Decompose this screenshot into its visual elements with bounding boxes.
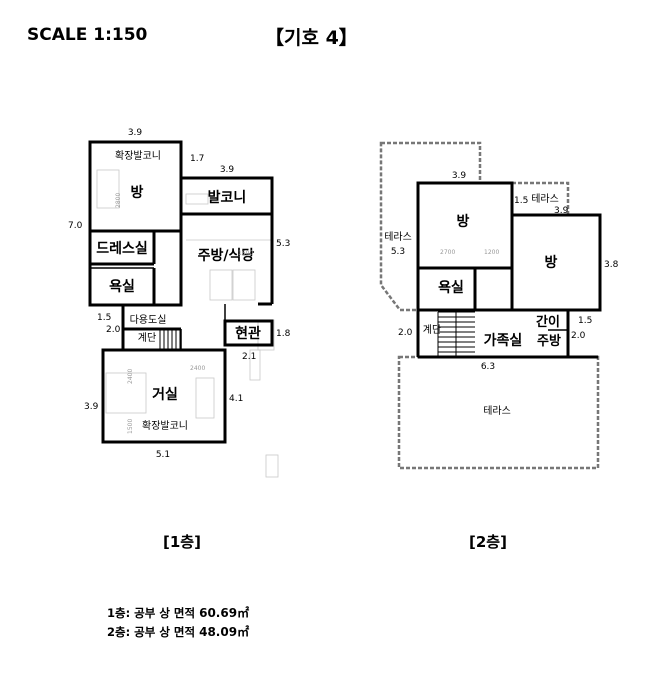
room-label-bath: 욕실: [109, 279, 135, 295]
dim-utility-height: 1.5: [97, 313, 111, 323]
area-value: 60.69㎡: [199, 606, 250, 620]
floor2-stair-treads: [437, 311, 475, 356]
dim-bottom: 6.3: [481, 362, 495, 372]
dim-living-right: 4.1: [229, 394, 243, 404]
dim-right: 5.3: [276, 239, 290, 249]
dim-stair-height: 2.0: [106, 325, 121, 335]
faint-dim-c: 1500: [127, 419, 134, 434]
room-label-room-right: 방: [545, 254, 558, 271]
room-label-room-left: 방: [457, 213, 470, 230]
dim-entrance-width: 2.1: [242, 352, 256, 362]
symbol-title: 【기호 4】: [265, 27, 358, 49]
floor1-plan: 확장발코니 방 발코니 드레스실 주방/식당 욕실 다용도실 계단 현관 거실 …: [68, 128, 291, 478]
faint-dim-1200: 1200: [484, 249, 499, 256]
faint-dim-2700: 2700: [440, 249, 455, 256]
dim-1-7: 1.7: [190, 154, 204, 164]
dim-stair-height: 2.0: [398, 328, 413, 338]
room-label-living: 거실: [152, 387, 178, 403]
dim-entrance-height: 1.8: [276, 329, 291, 339]
floor2-caption: [2층]: [469, 533, 507, 551]
faint-dim-e: 1600: [238, 250, 253, 257]
room-label-kitchen: 주방: [537, 333, 561, 349]
dim-top: 3.9: [452, 171, 467, 181]
dim-r-1-5: 1.5: [578, 316, 592, 326]
area-label: 2층: 공부 상 면적: [107, 625, 200, 639]
room-label-kitchen: 주방/식당: [198, 247, 255, 264]
area-value: 48.09㎡: [199, 625, 250, 639]
room-label-terrace-bottom: 테라스: [483, 405, 511, 417]
dim-left: 5.3: [391, 247, 405, 257]
room-label-ext-balcony-top: 확장발코니: [115, 150, 161, 162]
dim-balcony-width: 3.9: [220, 165, 235, 175]
room-label-utility: 다용도실: [130, 314, 167, 326]
room-label-balcony: 발코니: [208, 189, 247, 206]
faint-dim-d: 2400: [190, 365, 205, 372]
room-label-stairs: 계단: [423, 324, 441, 336]
floor2-walls: [416, 181, 602, 359]
room-label-bath: 욕실: [438, 280, 464, 296]
floor1-furniture: [96, 169, 279, 478]
dim-living-left: 3.9: [84, 402, 99, 412]
area-line-floor1: 1층: 공부 상 면적 60.69㎡: [107, 604, 249, 621]
dim-left: 7.0: [68, 221, 83, 231]
dim-r-2-0: 2.0: [571, 331, 586, 341]
floor2-plan: 2700 1200 방 테라스 테라스 방 욕실 계단 간이 주방 가족실 테라…: [379, 141, 619, 470]
dim-top: 3.9: [128, 128, 143, 138]
scale-label: SCALE 1:150: [27, 25, 148, 45]
room-label-stairs: 계단: [138, 332, 156, 344]
dim-tr-1-5: 1.5: [514, 196, 528, 206]
dim-right: 3.8: [604, 260, 619, 270]
faint-dim-a: 2800: [115, 193, 122, 208]
room-label-ext-balcony-bottom: 확장발코니: [142, 420, 188, 432]
room-label-terrace-left: 테라스: [384, 231, 412, 243]
floor1-walls: [88, 140, 274, 444]
room-label-family: 가족실: [484, 333, 523, 349]
room-label-room: 방: [131, 184, 144, 201]
room-label-simple: 간이: [536, 314, 560, 330]
area-label: 1층: 공부 상 면적: [107, 606, 200, 620]
dim-tr-3-9: 3.9: [554, 206, 569, 216]
faint-dim-b: 2400: [127, 369, 134, 384]
floor1-stair-treads: [159, 330, 181, 349]
room-label-entrance: 현관: [235, 325, 261, 342]
area-line-floor2: 2층: 공부 상 면적 48.09㎡: [107, 623, 249, 640]
dim-bottom: 5.1: [156, 450, 170, 460]
room-label-terrace-top-right: 테라스: [531, 193, 559, 205]
floor2-terraces: [379, 141, 600, 470]
room-label-dressroom: 드레스실: [96, 241, 148, 257]
floor1-caption: [1층]: [163, 533, 201, 551]
